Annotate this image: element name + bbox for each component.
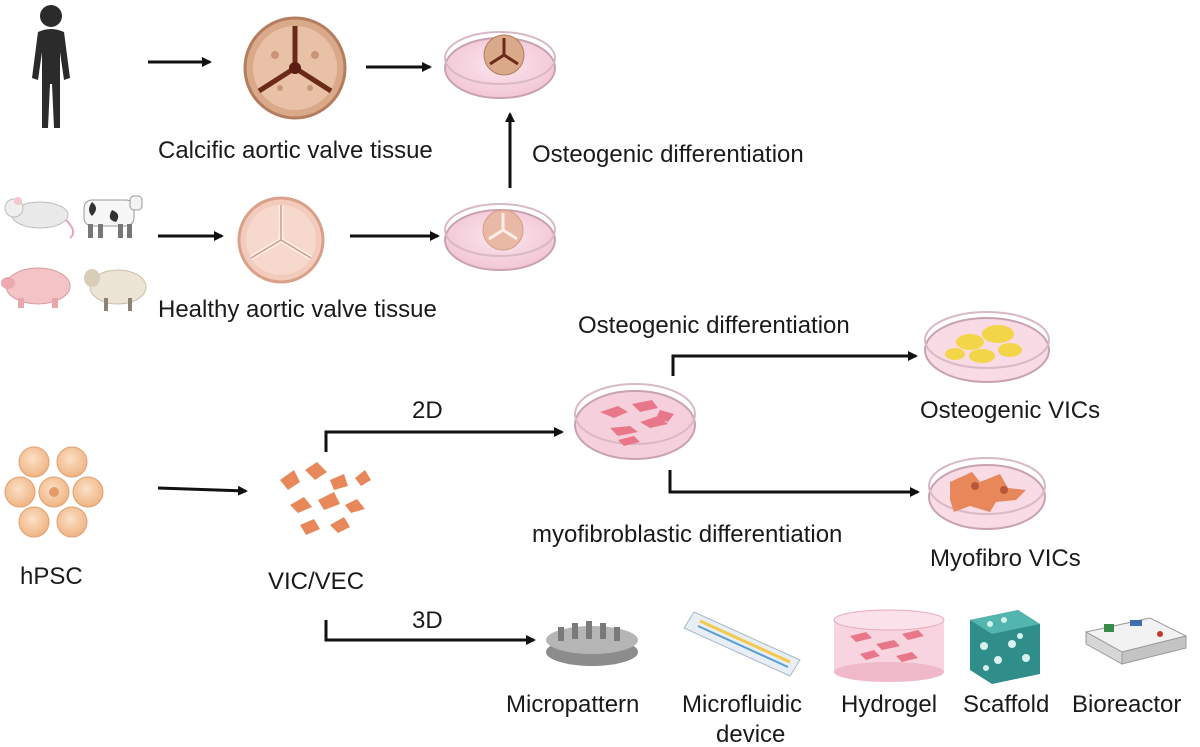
healthy-valve-icon: [237, 196, 325, 284]
micropattern-icon: [546, 621, 638, 666]
animal-models-icon: [1, 195, 147, 311]
myofibro-vics-label: Myofibro VICs: [930, 545, 1081, 572]
arrow-vic-2d: [324, 427, 564, 452]
valve-interstitial-cells-icon: [280, 462, 371, 535]
hydrogel-icon: [833, 609, 945, 682]
arrow-vic-3d: [324, 620, 536, 645]
scaffold-icon: [970, 610, 1040, 684]
label-3d: 3D: [412, 607, 443, 634]
petri-dish-osteogenic: [924, 311, 1050, 383]
arrow-hpsc-to-vic: [157, 485, 248, 496]
scaffold-label: Scaffold: [963, 691, 1049, 718]
sheep-icon: [84, 269, 147, 311]
arrow-2d-osteogenic: [671, 351, 918, 376]
healthy-tissue-label: Healthy aortic valve tissue: [158, 296, 437, 323]
flow-arrows: [148, 57, 920, 645]
microfluidic-label-line1: Microfluidic: [682, 691, 802, 718]
stem-cell-cluster-icon: [4, 446, 104, 538]
cow-icon: [83, 195, 143, 238]
vic-vec-label: VIC/VEC: [268, 568, 364, 595]
arrow-2d-myofibro: [668, 470, 920, 497]
petri-dish-2d: [574, 383, 696, 460]
bioreactor-icon: [1084, 617, 1188, 665]
hpsc-label: hPSC: [20, 563, 83, 590]
osteogenic-diff-top-label: Osteogenic differentiation: [532, 141, 804, 168]
mouse-icon: [4, 197, 75, 239]
label-2d: 2D: [412, 397, 443, 424]
petri-dish-healthy: [444, 203, 556, 271]
myofibro-diff-label: myofibroblastic differentiation: [532, 521, 842, 548]
calcific-valve-icon: [243, 16, 347, 120]
petri-dish-calcific: [444, 31, 556, 99]
microfluidic-label-line2: device: [716, 721, 785, 747]
hydrogel-label: Hydrogel: [841, 691, 937, 718]
osteogenic-vics-label: Osteogenic VICs: [920, 397, 1100, 424]
osteogenic-diff-mid-label: Osteogenic differentiation: [578, 312, 850, 339]
micropattern-label: Micropattern: [506, 691, 639, 718]
calcific-tissue-label: Calcific aortic valve tissue: [158, 137, 433, 164]
bioreactor-label: Bioreactor: [1072, 691, 1181, 718]
pig-icon: [1, 267, 71, 308]
microfluidic-device-icon: [683, 611, 801, 677]
petri-dish-myofibro: [928, 457, 1046, 530]
human-silhouette-icon: [32, 5, 70, 128]
